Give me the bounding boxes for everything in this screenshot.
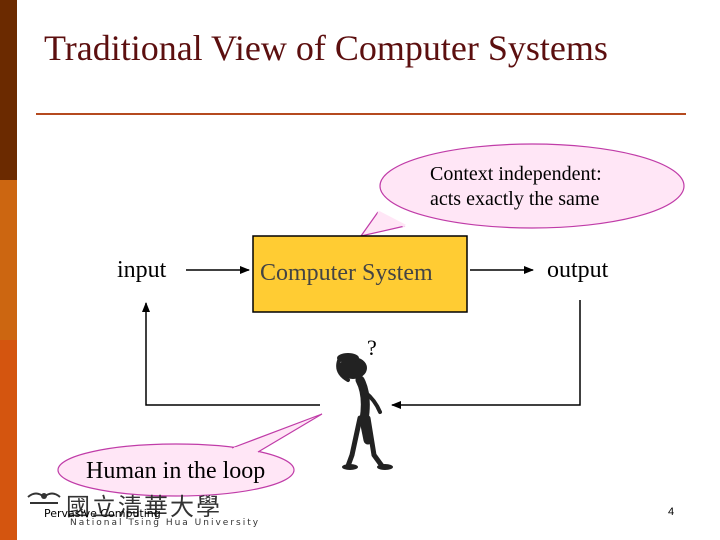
- question-mark: ?: [367, 335, 377, 360]
- page-number: 4: [668, 506, 675, 518]
- context-bubble: [359, 143, 685, 237]
- decorative-strip-mid: [0, 180, 17, 340]
- decorative-strip-top: [0, 0, 17, 180]
- human-bubble-text: Human in the loop: [86, 458, 266, 484]
- output-label: output: [547, 257, 609, 283]
- university-logo-text: 國立清華大學: [66, 493, 222, 521]
- feedback-output-to-human: [391, 300, 581, 409]
- decorative-strip-lower: [0, 340, 17, 540]
- context-bubble-line-1: Context independent:: [430, 163, 602, 185]
- title-divider: [36, 113, 686, 115]
- computer-system-label: Computer System: [260, 260, 433, 286]
- human-bubble: [57, 413, 323, 497]
- slide-title: Traditional View of Computer Systems: [44, 28, 608, 68]
- university-logo-icon: [27, 492, 61, 504]
- feedback-human-to-input: [142, 302, 320, 406]
- context-bubble-line-2: acts exactly the same: [430, 188, 600, 210]
- thinking-person-icon: [336, 353, 393, 470]
- computer-system-box: [252, 235, 468, 313]
- footer-course-name: Pervasive Computing: [44, 507, 161, 520]
- input-label: input: [117, 257, 167, 283]
- footer-university-name: National Tsing Hua University: [70, 518, 261, 528]
